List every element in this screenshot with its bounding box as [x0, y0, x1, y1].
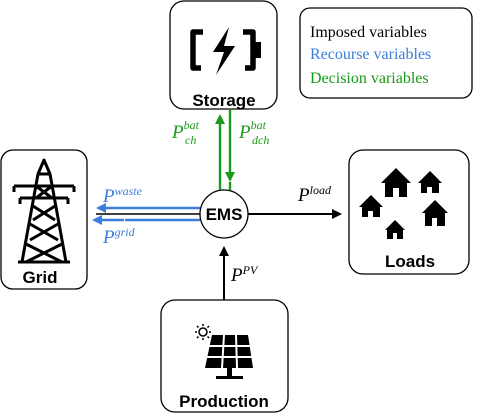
loads-label: Loads: [385, 252, 435, 271]
p-load-label: Pload: [297, 183, 332, 206]
loads-node: Loads: [348, 149, 470, 275]
p-pv-label: PPV: [230, 263, 259, 286]
power-pylon-icon: [12, 158, 76, 264]
legend-recourse: Recourse variables: [310, 46, 431, 63]
p-grid-label: Pgrid: [102, 225, 136, 248]
battery-charging-icon: [190, 27, 261, 75]
houses-icon: [359, 168, 448, 239]
sun-icon: [195, 324, 211, 340]
grid-label: Grid: [23, 268, 58, 287]
grid-node: Grid: [0, 149, 88, 290]
production-node: Production: [160, 299, 289, 413]
storage-node: Storage: [169, 0, 278, 110]
production-label: Production: [179, 392, 269, 411]
legend-decision: Decision variables: [310, 70, 429, 87]
ems-label: EMS: [206, 205, 243, 224]
p-waste-label: Pwaste: [102, 184, 143, 207]
storage-label: Storage: [192, 91, 255, 110]
solar-panel-icon: [195, 324, 253, 379]
legend-imposed: Imposed variables: [310, 24, 427, 41]
ems-circle: [199, 189, 249, 239]
ems-node: EMS: [199, 189, 249, 239]
legend: Imposed variables Recourse variables Dec…: [299, 7, 473, 99]
legend-box: [299, 7, 473, 99]
